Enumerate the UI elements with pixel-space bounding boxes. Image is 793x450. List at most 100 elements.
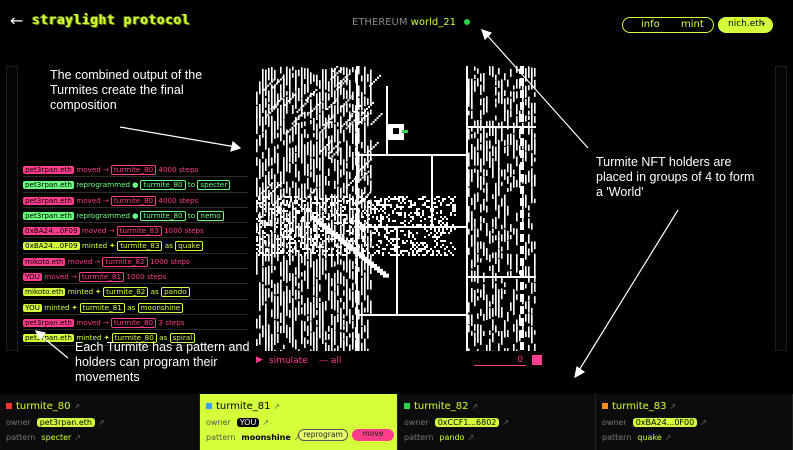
external-link-icon[interactable]: ↗ <box>97 418 105 427</box>
log-target[interactable]: turmite_80 <box>110 165 157 175</box>
log-user[interactable]: pet3rpan.eth <box>23 317 74 327</box>
user-menu-button[interactable]: nich.eth ⌄ <box>718 17 773 33</box>
log-entry: pet3rpan.eth moved→turmite_80 3 steps <box>23 315 248 331</box>
turmite-composition <box>256 66 536 351</box>
simulate-controls: ▶ simulate — all 0 <box>256 355 546 369</box>
simulate-filter[interactable]: — all <box>319 356 342 366</box>
external-link-icon[interactable]: ↗ <box>700 418 707 427</box>
log-target[interactable]: turmite_81 <box>78 272 125 283</box>
simulate-label[interactable]: simulate <box>269 356 308 366</box>
log-target[interactable]: turmite_83 <box>117 241 163 252</box>
log-user[interactable]: pet3rpan.eth <box>23 180 74 190</box>
arrow-left-icon[interactable]: ← <box>10 11 24 30</box>
log-user[interactable]: pet3rpan.eth <box>23 333 74 343</box>
external-link-icon[interactable]: ↗ <box>262 418 270 427</box>
pattern-label: pattern <box>206 433 236 442</box>
log-glyph-icon: → <box>102 165 109 174</box>
log-glyph-icon: → <box>94 256 101 266</box>
turmite-color-icon <box>602 403 608 409</box>
arrowhead-canvas <box>230 140 242 152</box>
turmite-name[interactable]: turmite_81↗ <box>206 401 280 412</box>
owner-value[interactable]: 0xCCF1...6802 <box>434 418 500 427</box>
log-action: moved <box>67 256 93 266</box>
log-suffix: 1000 steps <box>163 226 204 236</box>
reprogram-button[interactable]: reprogram <box>298 429 348 441</box>
expand-icon[interactable] <box>532 355 542 365</box>
right-side-panel <box>775 66 787 351</box>
owner-value[interactable]: YOU <box>236 418 260 427</box>
log-target[interactable]: turmite_80 <box>140 210 186 221</box>
external-link-icon[interactable]: ↗ <box>273 402 281 411</box>
log-user[interactable]: mikoto.eth <box>23 287 66 297</box>
owner-value[interactable]: 0xBA24...0F00 <box>632 418 698 427</box>
log-target[interactable]: turmite_81 <box>79 302 125 313</box>
log-action: moved <box>76 165 101 174</box>
log-entry: pet3rpan.eth moved→turmite_80 4000 steps <box>23 162 248 178</box>
turmite-name[interactable]: turmite_80↗ <box>6 401 80 412</box>
owner-label: owner <box>6 418 31 427</box>
turmite-name[interactable]: turmite_83↗ <box>602 401 676 412</box>
external-link-icon[interactable]: ↗ <box>471 402 479 411</box>
external-link-icon[interactable]: ↗ <box>502 418 510 427</box>
log-user[interactable]: pet3rpan.eth <box>23 195 74 205</box>
external-link-icon[interactable]: ↗ <box>669 402 677 411</box>
owner-value[interactable]: pet3rpan.eth <box>36 418 95 427</box>
log-entry: mikoto.eth moved→turmite_82 1000 steps <box>23 254 248 270</box>
log-action: minted <box>67 287 94 297</box>
owner-label: owner <box>206 418 231 427</box>
external-link-icon[interactable]: ↗ <box>74 433 82 442</box>
log-user[interactable]: pet3rpan.eth <box>23 165 74 174</box>
turmite-name-text: turmite_82 <box>414 401 469 412</box>
log-action: minted <box>76 333 102 343</box>
external-link-icon[interactable]: ↗ <box>664 433 672 442</box>
log-value: moonshine <box>137 302 184 313</box>
log-user[interactable]: YOU <box>23 272 42 282</box>
step-count-input[interactable]: 0 <box>474 355 526 366</box>
log-suffix: 4000 steps <box>158 195 199 205</box>
log-target[interactable]: turmite_83 <box>116 226 162 237</box>
owner-label: owner <box>602 418 627 427</box>
turmite-color-icon <box>206 403 212 409</box>
log-user[interactable]: 0xBA24...0F09 <box>23 226 80 236</box>
log-glyph-icon: ✦ <box>109 241 116 251</box>
annotation-combined-output: The combined output of the Turmites crea… <box>50 68 203 112</box>
turmite-name[interactable]: turmite_82↗ <box>404 401 478 412</box>
composition-canvas[interactable] <box>256 66 536 351</box>
external-link-icon[interactable]: ↗ <box>73 402 81 411</box>
external-link-icon[interactable]: ↗ <box>467 433 475 442</box>
log-target[interactable]: turmite_82 <box>103 287 149 298</box>
log-user[interactable]: 0xBA24...0F09 <box>23 241 80 251</box>
log-user[interactable]: mikoto.eth <box>23 256 66 266</box>
owner-row: owner YOU↗ <box>206 418 269 427</box>
status-dot-icon <box>464 19 471 25</box>
play-icon[interactable]: ▶ <box>256 355 263 365</box>
log-user[interactable]: pet3rpan.eth <box>23 210 74 220</box>
nav-mint-link[interactable]: mint <box>681 19 704 30</box>
log-suffix: 3 steps <box>158 317 185 327</box>
external-link-icon[interactable]: ↗ <box>293 433 301 442</box>
log-target[interactable]: turmite_80 <box>140 180 186 191</box>
log-entry: 0xBA24...0F09 moved→turmite_83 1000 step… <box>23 223 248 239</box>
turmite-name-text: turmite_80 <box>16 401 71 412</box>
move-button[interactable]: move <box>352 429 394 441</box>
log-target[interactable]: turmite_80 <box>110 195 157 206</box>
nav-info-link[interactable]: info <box>641 19 660 30</box>
log-target[interactable]: turmite_82 <box>102 256 148 267</box>
log-user[interactable]: YOU <box>23 302 42 312</box>
log-action: moved <box>81 226 107 236</box>
log-target[interactable]: turmite_80 <box>110 317 157 328</box>
log-suffix: to <box>187 210 196 220</box>
logo[interactable]: straylight protocol <box>32 13 191 28</box>
top-bar: ← straylight protocol ETHEREUM world_21 … <box>0 0 793 42</box>
nav-pill: info mint <box>622 17 714 33</box>
log-entry: pet3rpan.eth reprogrammed●turmite_80 to … <box>23 177 248 193</box>
